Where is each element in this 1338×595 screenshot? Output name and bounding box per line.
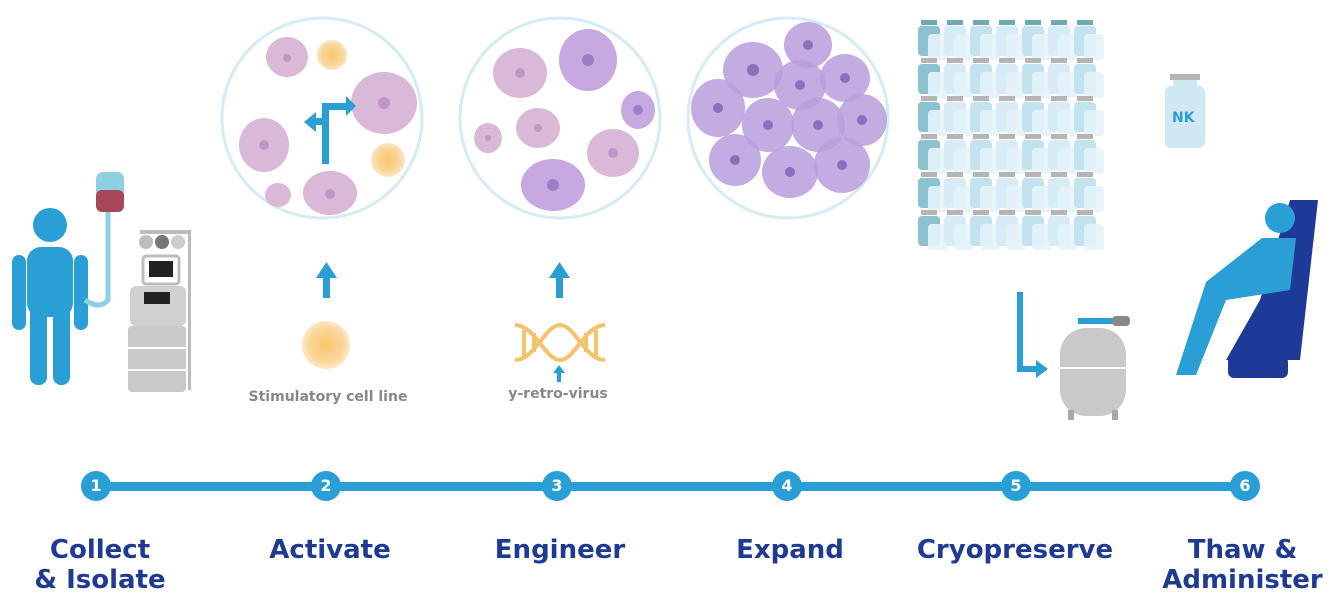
- vial-grid: [918, 20, 1104, 250]
- engineer-cell-circle: [458, 16, 662, 220]
- blood-bag-icon: [83, 172, 124, 308]
- step-label-1: Collect & Isolate: [34, 535, 166, 595]
- step-number-1: 1: [81, 471, 111, 501]
- activate-cell-circle: [220, 16, 424, 220]
- step-label-5: Cryopreserve: [916, 535, 1114, 565]
- down-arrow-icon: [1017, 292, 1048, 378]
- step-label-6: Thaw & Administer: [1162, 535, 1323, 595]
- step-number-2: 2: [311, 471, 341, 501]
- patient-chair-icon: [1176, 200, 1318, 378]
- expand-cell-circle: [686, 16, 890, 220]
- step-label-3: Engineer: [494, 535, 626, 565]
- cryo-tank-icon: [1060, 316, 1130, 420]
- step-number-6: 6: [1230, 471, 1260, 501]
- vial-label: NK: [1172, 110, 1195, 126]
- step-number-3: 3: [542, 471, 572, 501]
- small-up-arrow-icon: [553, 365, 565, 382]
- activation-arrow-icon: [304, 96, 356, 164]
- dna-icon: [514, 322, 606, 363]
- up-arrow-icon: [316, 262, 337, 298]
- stimulatory-cell-icon: [302, 321, 350, 369]
- step-number-5: 5: [1001, 471, 1031, 501]
- step-number-4: 4: [772, 471, 802, 501]
- apheresis-machine-icon: [128, 230, 191, 392]
- step-label-2: Activate: [269, 535, 391, 565]
- virus-caption: y-retro-virus: [508, 386, 608, 402]
- timeline-bar: [92, 482, 1246, 491]
- patient-icon: [12, 208, 88, 385]
- stimulatory-caption: Stimulatory cell line: [248, 389, 408, 405]
- vial-icon: [1165, 74, 1205, 148]
- up-arrow-icon: [549, 262, 570, 298]
- step-label-4: Expand: [736, 535, 844, 565]
